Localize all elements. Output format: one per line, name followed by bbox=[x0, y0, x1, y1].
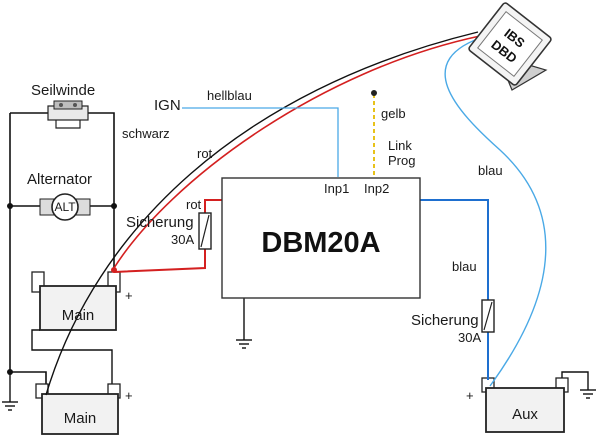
ground-symbol-aux bbox=[561, 371, 596, 399]
device-input1-label: Inp1 bbox=[324, 181, 349, 196]
blue-wire-top-label: blau bbox=[478, 163, 503, 178]
battery-aux-label: Aux bbox=[512, 406, 538, 423]
blue-wire-right-label: blau bbox=[452, 259, 477, 274]
wire-red-ignition-to-display bbox=[113, 35, 481, 269]
winch-label: Seilwinde bbox=[31, 82, 95, 99]
alternator-symbol-text: ALT bbox=[54, 200, 76, 214]
main-positive-junction bbox=[111, 267, 117, 273]
link-label: Link bbox=[388, 138, 412, 153]
fuse-right-label: Sicherung bbox=[411, 312, 479, 329]
yellow-wire-end-dot bbox=[371, 90, 377, 96]
ibs-display-module: IBS DBD bbox=[468, 2, 552, 91]
battery-main-top: Main + bbox=[31, 271, 133, 331]
yellow-wire-label: gelb bbox=[381, 106, 406, 121]
wire-blue-device-to-fuse bbox=[420, 199, 489, 300]
alternator-symbol: ALT bbox=[39, 193, 91, 221]
wire-black-main-to-display bbox=[45, 31, 479, 396]
red-wire-label: rot bbox=[197, 146, 213, 161]
fuse-left bbox=[198, 212, 212, 250]
battery-main-top-plus: + bbox=[125, 288, 133, 303]
black-wire-label: schwarz bbox=[122, 126, 170, 141]
ground-symbol-device bbox=[236, 298, 252, 349]
chassis-frame bbox=[9, 112, 115, 392]
frame-junction-dots bbox=[7, 203, 117, 375]
alternator-label: Alternator bbox=[27, 171, 92, 188]
device-input2-label: Inp2 bbox=[364, 181, 389, 196]
winch-symbol bbox=[47, 100, 89, 129]
ign-label: IGN bbox=[154, 97, 181, 114]
battery-main-bottom: Main + bbox=[35, 383, 133, 435]
fuse-right-rating: 30A bbox=[458, 330, 481, 345]
dbm20a-device: DBM20A Inp1 Inp2 bbox=[221, 177, 421, 299]
battery-main-bottom-label: Main bbox=[64, 410, 97, 427]
device-title: DBM20A bbox=[261, 227, 380, 259]
light-blue-label: hellblau bbox=[207, 88, 252, 103]
fuse-left-rating: 30A bbox=[171, 232, 194, 247]
battery-aux-plus: + bbox=[466, 388, 474, 403]
fuse-left-label: Sicherung bbox=[126, 214, 194, 231]
main-battery-link-wire bbox=[31, 329, 113, 398]
wire-lightblue-ign bbox=[182, 107, 339, 177]
wire-blue-display-to-aux bbox=[444, 35, 547, 387]
battery-aux: Aux + bbox=[466, 377, 569, 433]
fuse-right bbox=[481, 299, 495, 333]
battery-main-bottom-plus: + bbox=[125, 388, 133, 403]
red-fuse-wire-label: rot bbox=[186, 197, 202, 212]
prog-label: Prog bbox=[388, 153, 415, 168]
ground-symbol-left bbox=[2, 372, 18, 411]
